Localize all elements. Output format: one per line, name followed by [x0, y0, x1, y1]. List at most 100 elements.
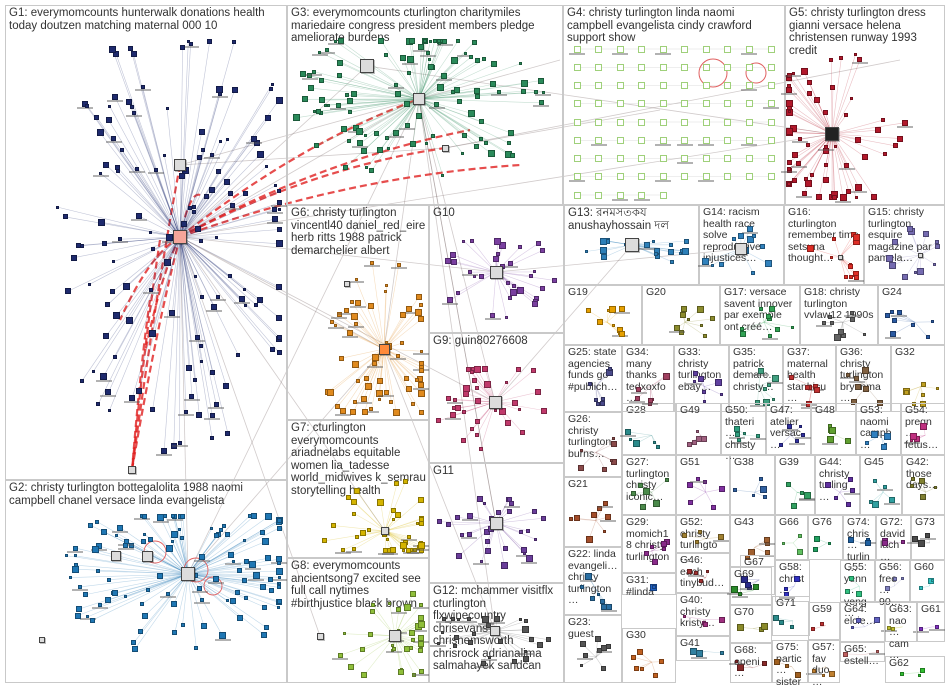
node [388, 601, 392, 605]
edge [386, 98, 420, 139]
node [540, 515, 546, 521]
node [638, 100, 646, 108]
node [276, 226, 282, 232]
edge [364, 635, 396, 676]
node-label [204, 417, 221, 420]
node [522, 655, 529, 662]
node [390, 547, 397, 553]
node [779, 619, 785, 625]
node [135, 167, 140, 172]
edge [788, 133, 833, 171]
node [577, 464, 584, 471]
inter-group-edge [179, 147, 446, 166]
edge [586, 244, 633, 252]
node [920, 422, 928, 430]
node [410, 638, 415, 643]
edge [126, 541, 189, 575]
node [903, 389, 909, 395]
node [469, 427, 474, 432]
edge [788, 112, 833, 135]
node [163, 514, 168, 518]
node [256, 296, 263, 303]
edge [179, 142, 258, 238]
edge [354, 530, 386, 550]
highlighted-edge [179, 97, 420, 238]
edge [595, 452, 612, 461]
edge [126, 236, 181, 287]
edge [140, 573, 189, 632]
node [276, 334, 282, 340]
node [79, 378, 84, 383]
hub-node [735, 243, 747, 255]
node [521, 626, 529, 634]
edge [866, 434, 881, 444]
edge [187, 573, 223, 637]
node [930, 320, 934, 324]
node [164, 258, 172, 266]
node [223, 382, 230, 389]
node [681, 100, 689, 108]
edge [384, 530, 416, 551]
node [251, 513, 258, 519]
node [270, 82, 274, 86]
edge [448, 522, 497, 526]
node [124, 594, 128, 598]
node [638, 191, 646, 199]
edge [418, 43, 440, 100]
node [884, 586, 890, 592]
node [552, 277, 558, 283]
edge [384, 530, 410, 538]
node [839, 55, 844, 60]
edge [842, 321, 865, 335]
edge [384, 522, 418, 532]
edge [187, 528, 212, 575]
node [75, 606, 82, 613]
node-label [712, 540, 729, 543]
node [711, 504, 717, 510]
inter-group-edge [179, 133, 833, 238]
node [312, 110, 316, 114]
edge [745, 434, 759, 437]
node [784, 586, 789, 591]
node [691, 439, 697, 445]
node [589, 595, 595, 601]
edge [831, 133, 850, 192]
group-label: G15: christy turlington esquire magazine… [868, 207, 932, 264]
node-label [390, 266, 407, 269]
edge [595, 443, 615, 453]
node [198, 129, 205, 136]
node-label [67, 550, 84, 553]
node [125, 316, 133, 324]
edge [187, 560, 247, 575]
node [387, 146, 391, 150]
edge [79, 573, 189, 588]
edge [354, 513, 386, 532]
node-label [655, 180, 672, 183]
node [453, 86, 460, 93]
node [418, 521, 424, 527]
group-label: G5: christy turlington dress gianni vers… [789, 7, 926, 57]
node [360, 147, 367, 154]
node [130, 51, 137, 58]
node [508, 295, 513, 300]
node-label [332, 657, 349, 660]
edge [595, 638, 598, 658]
node [377, 499, 385, 507]
node [418, 641, 424, 648]
node [415, 113, 422, 120]
node [472, 377, 478, 383]
node [545, 637, 551, 643]
node [194, 335, 200, 341]
node [225, 430, 231, 436]
node [874, 617, 880, 623]
node [131, 646, 138, 653]
node [228, 191, 234, 197]
edge [705, 651, 723, 654]
group-label: G66 [779, 517, 799, 528]
edge [915, 254, 921, 273]
edge [179, 236, 261, 301]
edge [357, 303, 385, 350]
node-label [838, 168, 855, 171]
node [785, 100, 793, 108]
edge [368, 348, 385, 387]
